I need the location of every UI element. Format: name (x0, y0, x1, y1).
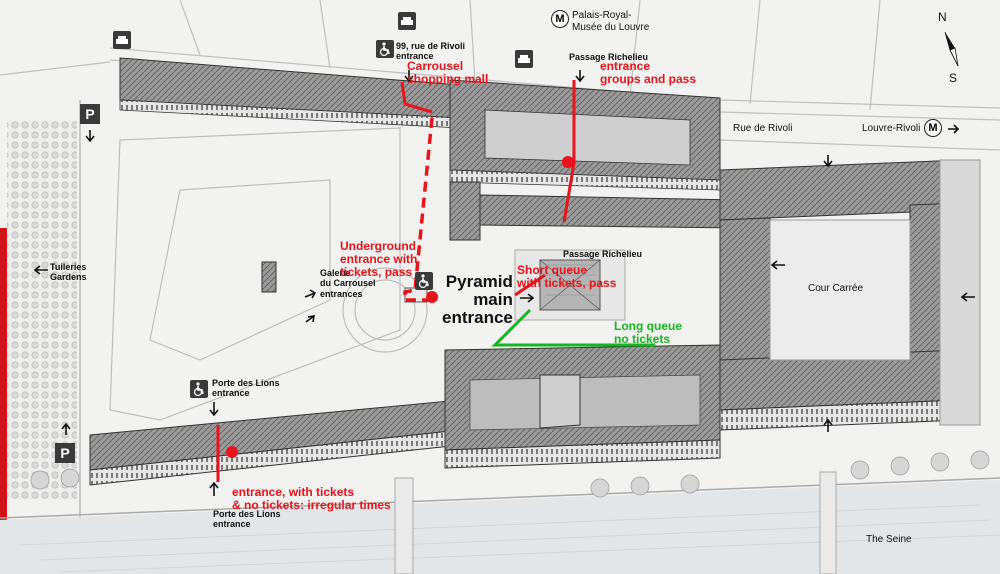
wheelchair-icon (376, 40, 394, 58)
richelieu-red-line2: groups and pass (600, 72, 697, 87)
street-rue-de-rivoli: Rue de Rivoli (733, 123, 793, 134)
passage-richelieu-bottom-label: Passage Richelieu (563, 249, 643, 259)
carrousel-mall-annotation: Carrousel shopping mall (407, 59, 489, 87)
porte-lions-bottom-line2: entrance (213, 519, 251, 530)
metro-icon: M (551, 10, 569, 28)
pyramid-short-queue-line (514, 273, 546, 297)
underground-annotation: Underground entrance with tickets, pass (340, 239, 418, 280)
porte-lions-top-label: Porte des Lions entrance (212, 378, 280, 399)
taxi-icon (515, 50, 533, 68)
underground-line1: Underground (340, 239, 416, 253)
seine-river (0, 480, 1000, 574)
pyramid-line1: Pyramid (445, 272, 513, 291)
lions-red-line1: entrance, with tickets (232, 485, 355, 499)
carrousel-line1: Carrousel (407, 59, 464, 73)
passage-richelieu-top-label: Passage Richelieu (569, 52, 649, 62)
underground-dot (426, 291, 438, 303)
porte-lions-top-line2: entrance (212, 388, 250, 399)
metro-palais-royal-label: Palais-Royal- Musée du Louvre (572, 10, 649, 33)
galerie-line3: entrances (320, 288, 363, 299)
bridge-right (819, 471, 837, 574)
galerie-line1: Galerie (320, 268, 351, 278)
carrousel-line2: shopping mall (407, 72, 489, 87)
seine-label: The Seine (866, 534, 912, 545)
compass-south: S (949, 71, 958, 85)
galerie-carrousel-label: Galerie du Carrousel entrances (320, 268, 376, 299)
carrousel-garden (109, 127, 428, 421)
wheelchair-icon (415, 272, 433, 290)
taxi-icon (398, 12, 416, 30)
pyramid-annotation: Pyramid main entrance (442, 273, 513, 327)
lions-annotation: entrance, with tickets & no tickets: irr… (232, 485, 391, 513)
bridge-left (394, 477, 414, 574)
compass-needle (944, 31, 959, 67)
metro-palais-royal-line1: Palais-Royal- (572, 10, 632, 21)
tuileries-label: Tuileries Gardens (50, 262, 87, 283)
richelieu-route (562, 80, 576, 223)
cour-carree-building (719, 159, 981, 431)
porte-lions-bottom-label: Porte des Lions entrance (213, 509, 281, 530)
tuileries-line1: Tuileries (50, 262, 87, 272)
porte-lions-top-line1: Porte des Lions (212, 378, 280, 388)
compass-north: N (938, 10, 947, 24)
porte-lions-bottom-line1: Porte des Lions (213, 509, 281, 519)
pyramid-line3: entrance (442, 307, 513, 327)
richelieu-red-line1: entrance (600, 59, 651, 73)
north-wing (119, 57, 741, 241)
underground-route-dashed (403, 117, 434, 302)
direction-arrows (33, 70, 975, 496)
red-edge-strip (0, 228, 7, 528)
metro-palais-royal-line2: Musée du Louvre (572, 21, 650, 33)
underground-line3: tickets, pass (340, 265, 413, 280)
pyramid (514, 249, 626, 321)
arc-carrousel (261, 261, 277, 293)
rivoli-99-line2: entrance (396, 51, 434, 62)
metro-icon: M (924, 119, 942, 137)
south-wing (89, 344, 721, 486)
tuileries-garden (7, 120, 77, 500)
pyramid-line2: main (473, 289, 513, 309)
underground-line2: entrance with (340, 252, 418, 267)
richelieu-dot (562, 156, 574, 168)
long-queue-line1: Long queue (614, 319, 682, 333)
rivoli-99-entrance-label: 99, rue de Rivoli entrance (396, 41, 465, 62)
short-queue-annotation: Short queue with tickets, pass (517, 263, 617, 291)
entrance-dots (226, 156, 574, 458)
entrance-routes (216, 80, 576, 482)
lions-red-line2: & no tickets: irregular times (232, 498, 391, 513)
wheelchair-icon (190, 380, 208, 398)
parking-icon: P (80, 104, 100, 124)
taxi-icon (113, 31, 131, 49)
cour-carree-label: Cour Carrée (808, 283, 864, 294)
long-queue-annotation: Long queue no tickets (614, 319, 682, 347)
lions-dot (226, 446, 238, 458)
long-queue-line2: no tickets (614, 332, 671, 347)
rivoli-99-line1: 99, rue de Rivoli (396, 41, 466, 51)
carrousel-route (400, 81, 433, 114)
long-queue-line (491, 308, 655, 347)
tuileries-line2: Gardens (50, 272, 87, 283)
richelieu-annotation: entrance groups and pass (600, 59, 697, 87)
galerie-line2: du Carrousel (320, 278, 376, 289)
metro-louvre-rivoli-label: Louvre-Rivoli (862, 123, 921, 134)
parking-icon: P (55, 443, 75, 463)
short-queue-line2: with tickets, pass (517, 276, 617, 291)
short-queue-line1: Short queue (517, 263, 588, 277)
